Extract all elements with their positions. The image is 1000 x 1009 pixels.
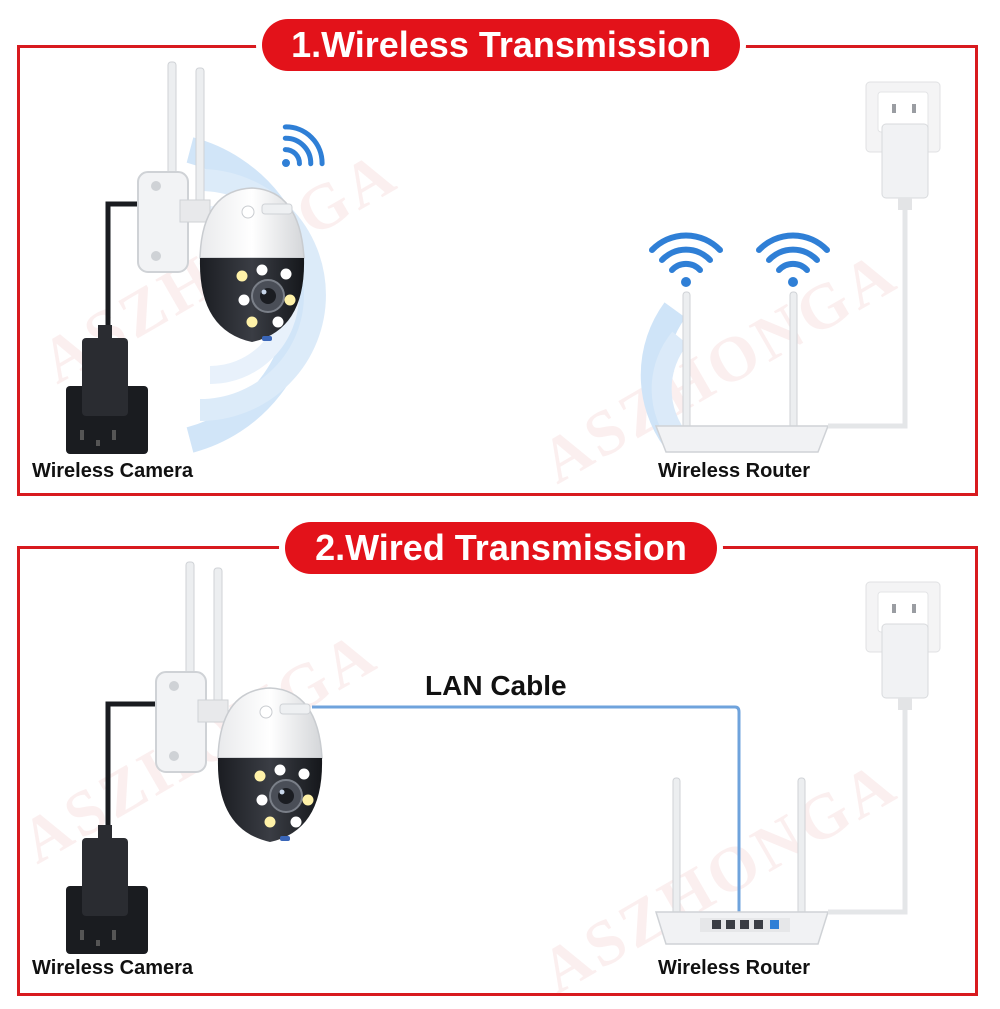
- router-icon: [654, 291, 830, 453]
- wall-socket-icon: [66, 825, 148, 954]
- wifi-signal-icon: [282, 124, 325, 167]
- router-icon: [654, 777, 830, 945]
- wifi-signal-icon: [652, 235, 720, 287]
- wifi-signal-icon: [759, 235, 827, 287]
- router-label: Wireless Router: [658, 957, 811, 979]
- camera-icon: [155, 561, 324, 843]
- section-title-wireless: 1.Wireless Transmission: [262, 19, 740, 71]
- router-signal-arcs: [640, 302, 688, 448]
- power-adapter-icon: [865, 581, 941, 711]
- lan-cable-line: [312, 705, 741, 918]
- camera-label: Wireless Camera: [32, 460, 194, 482]
- wall-socket-icon: [66, 325, 148, 454]
- power-adapter-icon: [865, 81, 941, 211]
- section-title-wired: 2.Wired Transmission: [285, 522, 717, 574]
- router-label: Wireless Router: [658, 460, 811, 482]
- lan-cable-label: LAN Cable: [425, 670, 567, 701]
- camera-icon: [137, 61, 306, 343]
- camera-label: Wireless Camera: [32, 957, 194, 979]
